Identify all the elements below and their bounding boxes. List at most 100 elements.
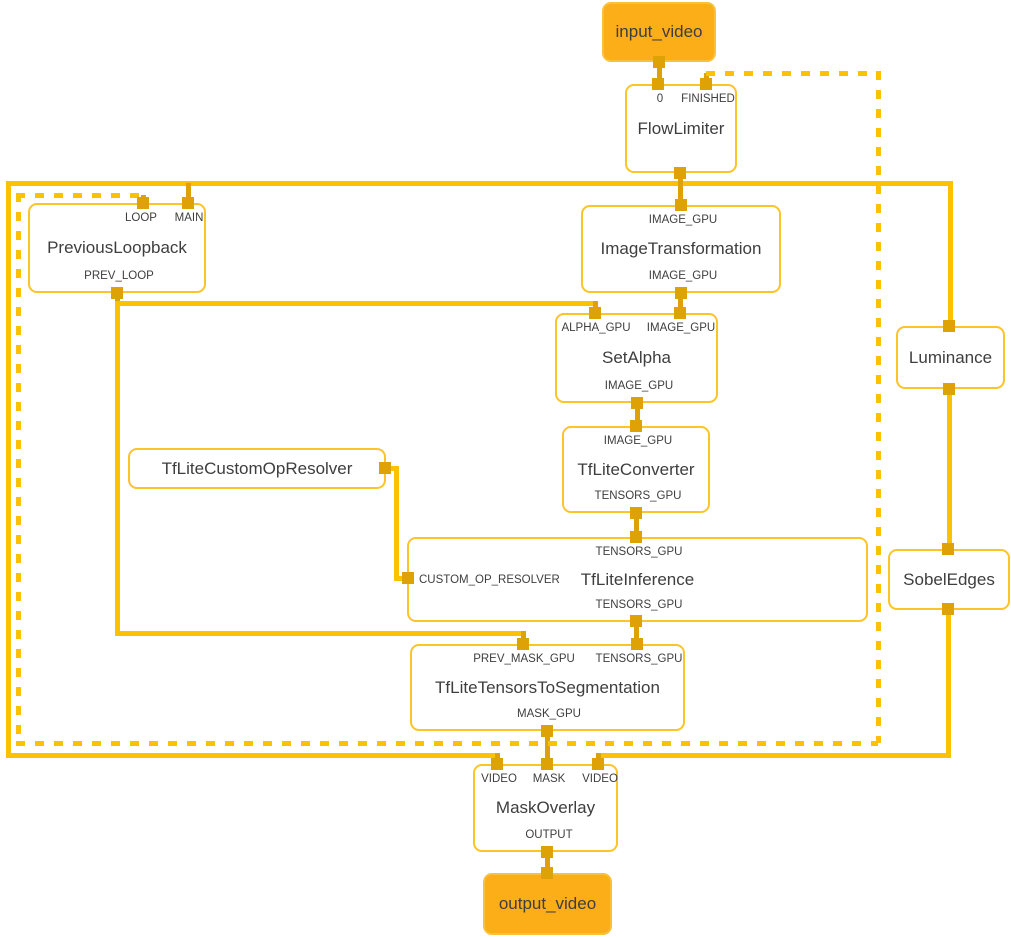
flowlimiter-out-edge <box>678 173 683 207</box>
node-title-tflite-custom-op-resolver: TfLiteCustomOpResolver <box>161 458 353 478</box>
mask-overlay-in-video-right-port <box>592 758 604 770</box>
port-label: MASK <box>532 773 566 785</box>
node-previous-loopback[interactable]: LOOP MAIN PREV_LOOP PreviousLoopback <box>28 203 206 293</box>
loopback-dashed-top-right-h-edge <box>706 71 878 76</box>
port-label: PREV_LOOP <box>84 270 154 282</box>
sobel-down-edge <box>946 609 951 758</box>
inference-to-segmentation-edge <box>634 621 639 646</box>
port-label: FINISHED <box>681 93 735 105</box>
node-title-sobel-edges: SobelEdges <box>903 569 995 589</box>
set-alpha-in-alpha-port <box>589 307 601 319</box>
loopback-dashed-top-left-h-edge <box>16 193 143 198</box>
port-label: TENSORS_GPU <box>595 546 683 558</box>
set-alpha-in-image-port <box>674 307 686 319</box>
port-label: MAIN <box>174 212 204 224</box>
node-title-output-video: output_video <box>498 894 597 913</box>
previous-loopback-in-main-port <box>182 197 194 209</box>
node-title-tflite-converter: TfLiteConverter <box>577 459 695 479</box>
luminance-in-port <box>943 320 955 332</box>
port-label: IMAGE_GPU <box>648 270 718 282</box>
node-title-flow-limiter: FlowLimiter <box>637 118 725 138</box>
node-output-video[interactable]: output_video <box>483 873 612 935</box>
image-transformation-out-port <box>675 287 687 299</box>
input-to-flowlimiter-edge <box>657 60 662 86</box>
node-title-image-transformation: ImageTransformation <box>600 239 762 258</box>
port-label: IMAGE_GPU <box>603 435 673 447</box>
setalpha-to-converter-edge <box>635 403 640 428</box>
prev-loop-down-edge <box>115 293 120 305</box>
port-label: LOOP <box>125 212 157 224</box>
prev-loop-h2-edge <box>115 631 525 636</box>
loopback-dashed-left-v-edge <box>16 193 21 745</box>
port-label: PREV_MASK_GPU <box>473 653 575 665</box>
node-sobel-edges[interactable]: SobelEdges <box>888 549 1010 610</box>
main-stub-edge <box>186 183 191 205</box>
port-label: IMAGE_GPU <box>648 214 718 226</box>
flow-limiter-in-finished-port <box>700 78 712 90</box>
node-title-tflite-tensors-to-segmentation: TfLiteTensorsToSegmentation <box>435 677 660 697</box>
node-tflite-tensors-to-segmentation[interactable]: PREV_MASK_GPU TENSORS_GPU MASK_GPU TfLiteTe… <box>410 644 685 731</box>
tflite-custom-op-resolver-out-port <box>379 462 391 474</box>
segmentation-in-tensors-port <box>631 638 643 650</box>
overlay-to-output-edge <box>545 852 550 875</box>
node-tflite-custom-op-resolver[interactable]: TfLiteCustomOpResolver <box>128 448 386 489</box>
port-label: VIDEO <box>582 773 618 785</box>
port-label: TENSORS_GPU <box>595 653 683 665</box>
output-video-in-port <box>541 867 553 879</box>
node-set-alpha[interactable]: ALPHA_GPU IMAGE_GPU IMAGE_GPU SetAlpha <box>555 313 718 403</box>
bus-bottom-left-edge <box>6 753 500 758</box>
bus-left-edge <box>6 181 11 758</box>
resolver-v-edge <box>394 466 399 580</box>
port-label: IMAGE_GPU <box>646 322 716 334</box>
mask-overlay-out-port <box>541 846 553 858</box>
node-luminance[interactable]: Luminance <box>896 326 1005 389</box>
port-label: IMAGE_GPU <box>604 380 674 392</box>
previous-loopback-in-loop-port <box>137 197 149 209</box>
port-label: ALPHA_GPU <box>561 322 631 334</box>
port-label: TENSORS_GPU <box>595 599 683 611</box>
node-image-transformation[interactable]: IMAGE_GPU IMAGE_GPU ImageTransformation <box>581 205 781 293</box>
bus-top-edge <box>6 181 953 186</box>
luminance-out-port <box>943 383 955 395</box>
flow-limiter-out-port <box>674 167 686 179</box>
node-title-mask-overlay: MaskOverlay <box>495 798 596 817</box>
tflite-converter-out-port <box>630 507 642 519</box>
loopback-dashed-right-v-edge <box>876 71 881 743</box>
input-video-out-port <box>653 56 665 68</box>
resolver-h1-edge <box>385 466 399 471</box>
imgtrans-to-setalpha-edge <box>678 293 683 315</box>
flow-limiter-in-0-port <box>652 78 664 90</box>
tflite-converter-in-port <box>630 420 642 432</box>
segmentation-in-prev-mask-port <box>517 638 529 650</box>
bus-right-top-edge <box>948 181 953 328</box>
port-label: OUTPUT <box>525 829 573 841</box>
node-input-video[interactable]: input_video <box>602 2 716 62</box>
port-label: CUSTOM_OP_RESOLVER <box>419 573 560 586</box>
port-label: VIDEO <box>481 773 517 785</box>
node-title-set-alpha: SetAlpha <box>602 348 671 367</box>
node-tflite-inference[interactable]: TENSORS_GPU TENSORS_GPU CUSTOM_OP_RESOLVER… <box>407 537 868 622</box>
port-label: MASK_GPU <box>517 708 581 720</box>
node-title-luminance: Luminance <box>908 347 993 367</box>
tflite-inference-in-resolver-port <box>402 572 414 584</box>
luminance-to-sobel-edge <box>947 389 952 551</box>
loopback-dashed-bottom-h-edge <box>16 741 878 746</box>
mask-overlay-in-mask-port <box>541 758 553 770</box>
segmentation-out-mask-port <box>541 725 553 737</box>
port-label: 0 <box>656 93 664 105</box>
sobel-edges-in-port <box>942 543 954 555</box>
node-mask-overlay[interactable]: VIDEO MASK VIDEO OUTPUT MaskOverlay <box>473 764 618 852</box>
mask-down-edge <box>545 731 550 766</box>
node-title-input-video: input_video <box>615 22 703 41</box>
node-flow-limiter[interactable]: 0 FINISHED FlowLimiter <box>625 84 737 173</box>
converter-to-inference-edge <box>634 513 639 539</box>
bus-bottom-right-edge <box>598 753 951 758</box>
tflite-inference-in-tensors-port <box>630 531 642 543</box>
tflite-inference-out-port <box>630 615 642 627</box>
set-alpha-out-port <box>631 397 643 409</box>
prev-loop-h1-edge <box>115 301 597 306</box>
node-title-previous-loopback: PreviousLoopback <box>47 238 187 257</box>
previous-loopback-out-prev-loop-port <box>111 287 123 299</box>
